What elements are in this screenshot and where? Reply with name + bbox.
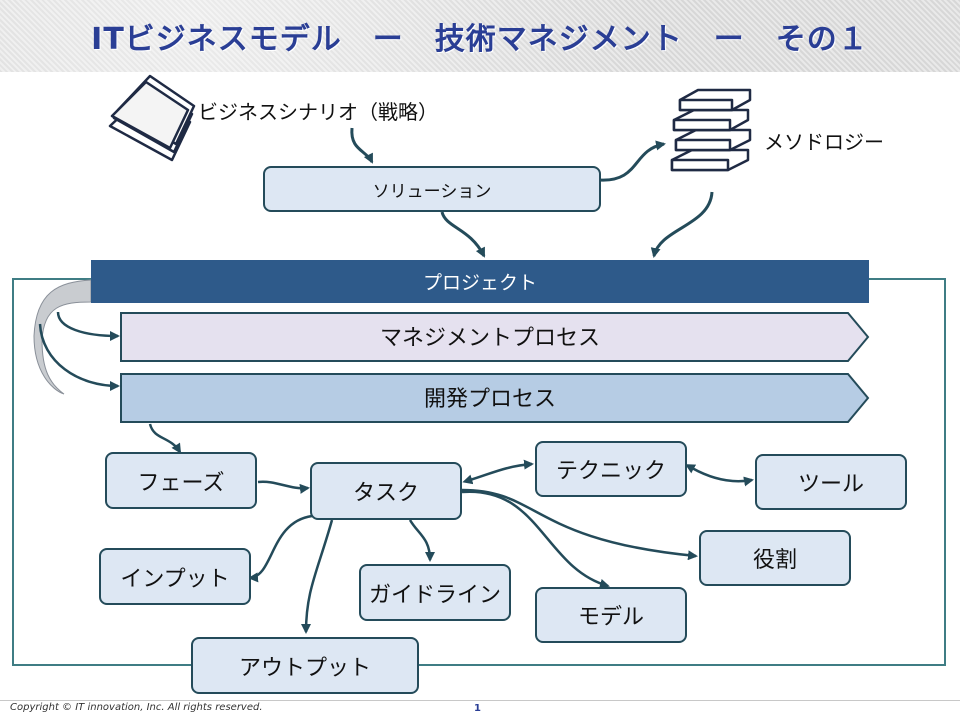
page-number: 1 xyxy=(474,703,481,714)
development-process-label: 開発プロセス xyxy=(424,387,556,412)
model-box: モデル xyxy=(535,587,687,643)
footer-divider xyxy=(0,700,960,701)
input-box: インプット xyxy=(99,548,251,605)
tool-box: ツール xyxy=(755,454,907,510)
management-process-arrow xyxy=(120,312,870,362)
management-process-label: マネジメントプロセス xyxy=(380,326,600,351)
header-band xyxy=(0,0,960,72)
phase-box: フェーズ xyxy=(105,452,257,509)
methodology-label: メソドロジー xyxy=(764,130,884,154)
slide-title: ITビジネスモデル ー 技術マネジメント ー その１ xyxy=(91,22,869,57)
guideline-box: ガイドライン xyxy=(359,564,511,621)
technique-box: テクニック xyxy=(535,441,687,497)
project-bar: プロジェクト xyxy=(91,260,869,303)
book-stack-icon xyxy=(670,88,752,172)
solution-box: ソリューション xyxy=(263,166,601,212)
development-process-arrow xyxy=(120,373,870,423)
output-box: アウトプット xyxy=(191,637,419,694)
scenario-label: ビジネスシナリオ（戦略） xyxy=(198,100,438,124)
document-stack-icon xyxy=(108,74,196,162)
task-box: タスク xyxy=(310,462,462,520)
role-box: 役割 xyxy=(699,530,851,586)
copyright-text: Copyright © IT innovation, Inc. All righ… xyxy=(10,702,263,713)
